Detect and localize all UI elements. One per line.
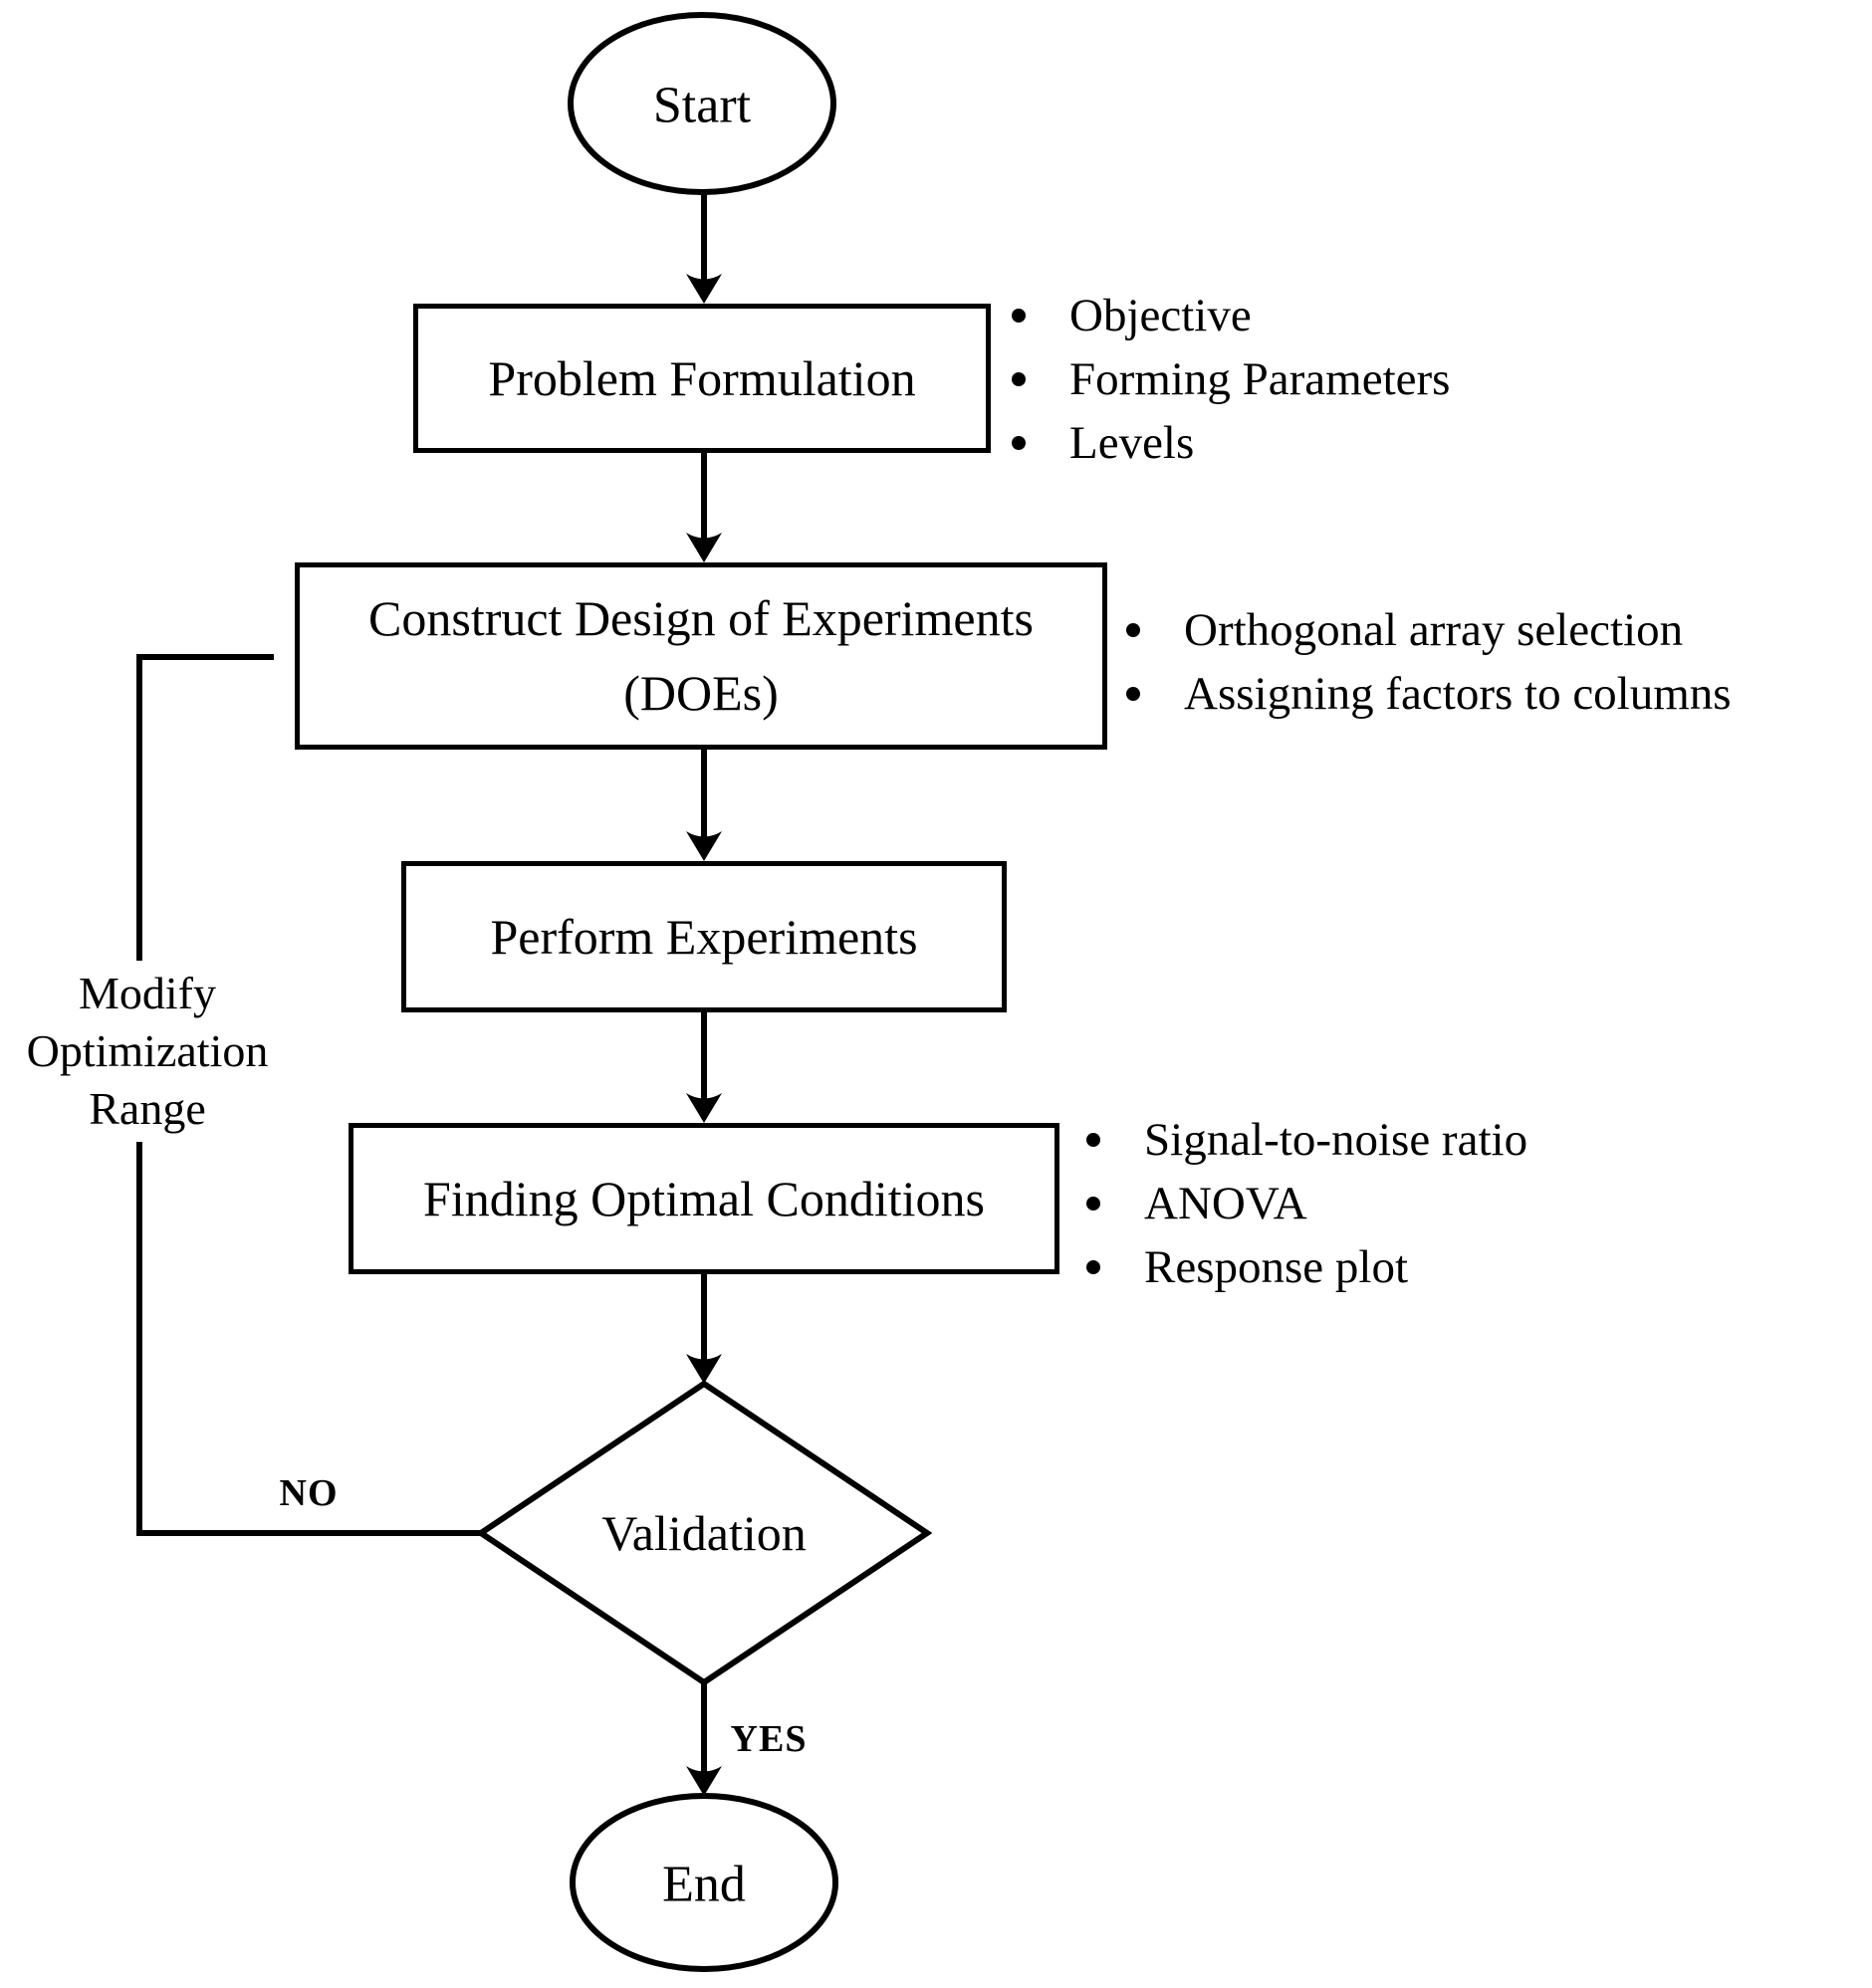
bullet-label: ANOVA bbox=[1144, 1178, 1307, 1229]
arrowhead-into-finding bbox=[686, 1093, 722, 1123]
bullet-icon bbox=[1086, 1133, 1100, 1147]
finding-optimal-conditions-node: Finding Optimal Conditions bbox=[349, 1123, 1059, 1274]
list-item: Objective bbox=[1012, 284, 1450, 347]
list-item: Signal-to-noise ratio bbox=[1086, 1108, 1527, 1172]
arrowhead-into-end bbox=[686, 1766, 722, 1796]
bullet-label: Assigning factors to columns bbox=[1184, 668, 1732, 720]
arrowhead-into-validation bbox=[686, 1354, 722, 1384]
arrowhead-into-doe bbox=[686, 533, 722, 562]
bullet-label: Objective bbox=[1069, 290, 1252, 341]
finding-optimal-conditions-label: Finding Optimal Conditions bbox=[423, 1170, 985, 1226]
bullet-icon bbox=[1126, 623, 1140, 637]
problem-bullet-list: Objective Forming Parameters Levels bbox=[1012, 284, 1450, 475]
start-label: Start bbox=[652, 77, 752, 134]
validation-label: Validation bbox=[601, 1505, 807, 1561]
list-item: Forming Parameters bbox=[1012, 347, 1450, 411]
list-item: Levels bbox=[1012, 411, 1450, 475]
start-ellipse bbox=[568, 12, 836, 195]
loop-label-line2: Optimization bbox=[26, 1025, 269, 1076]
problem-formulation-label: Problem Formulation bbox=[488, 349, 916, 406]
list-item: ANOVA bbox=[1086, 1172, 1527, 1235]
bullet-label: Signal-to-noise ratio bbox=[1144, 1114, 1528, 1166]
end-ellipse bbox=[570, 1793, 838, 1972]
bullet-label: Response plot bbox=[1144, 1241, 1409, 1293]
bullet-icon bbox=[1126, 687, 1140, 701]
arrowhead-into-problem bbox=[686, 274, 722, 304]
end-label: End bbox=[662, 1856, 746, 1913]
bullet-icon bbox=[1012, 309, 1026, 323]
list-item: Assigning factors to columns bbox=[1126, 662, 1732, 726]
perform-experiments-node: Perform Experiments bbox=[401, 861, 1007, 1012]
perform-experiments-label: Perform Experiments bbox=[490, 908, 918, 965]
bullet-label: Forming Parameters bbox=[1069, 353, 1451, 405]
no-edge-label: NO bbox=[279, 1472, 339, 1514]
doe-label-line2: (DOEs) bbox=[623, 665, 779, 721]
validation-diamond bbox=[475, 1380, 933, 1686]
arrowhead-into-perform bbox=[686, 831, 722, 861]
bullet-icon bbox=[1012, 372, 1026, 386]
bullet-icon bbox=[1086, 1197, 1100, 1211]
loop-label-line3: Range bbox=[89, 1083, 206, 1134]
doe-node: Construct Design of Experiments (DOEs) bbox=[295, 562, 1107, 750]
doe-label-line1: Construct Design of Experiments bbox=[368, 590, 1034, 646]
finding-bullet-list: Signal-to-noise ratio ANOVA Response plo… bbox=[1086, 1108, 1527, 1299]
list-item: Response plot bbox=[1086, 1235, 1527, 1299]
problem-formulation-node: Problem Formulation bbox=[413, 304, 991, 453]
doe-bullet-list: Orthogonal array selection Assigning fac… bbox=[1126, 598, 1732, 726]
bullet-icon bbox=[1012, 436, 1026, 450]
bullet-label: Levels bbox=[1069, 417, 1195, 469]
yes-edge-label: YES bbox=[730, 1718, 808, 1760]
bullet-icon bbox=[1086, 1260, 1100, 1274]
loop-label-line1: Modify bbox=[79, 968, 216, 1018]
list-item: Orthogonal array selection bbox=[1126, 598, 1732, 662]
modify-optimization-range-label: Modify Optimization Range bbox=[20, 961, 275, 1142]
bullet-label: Orthogonal array selection bbox=[1184, 604, 1684, 656]
